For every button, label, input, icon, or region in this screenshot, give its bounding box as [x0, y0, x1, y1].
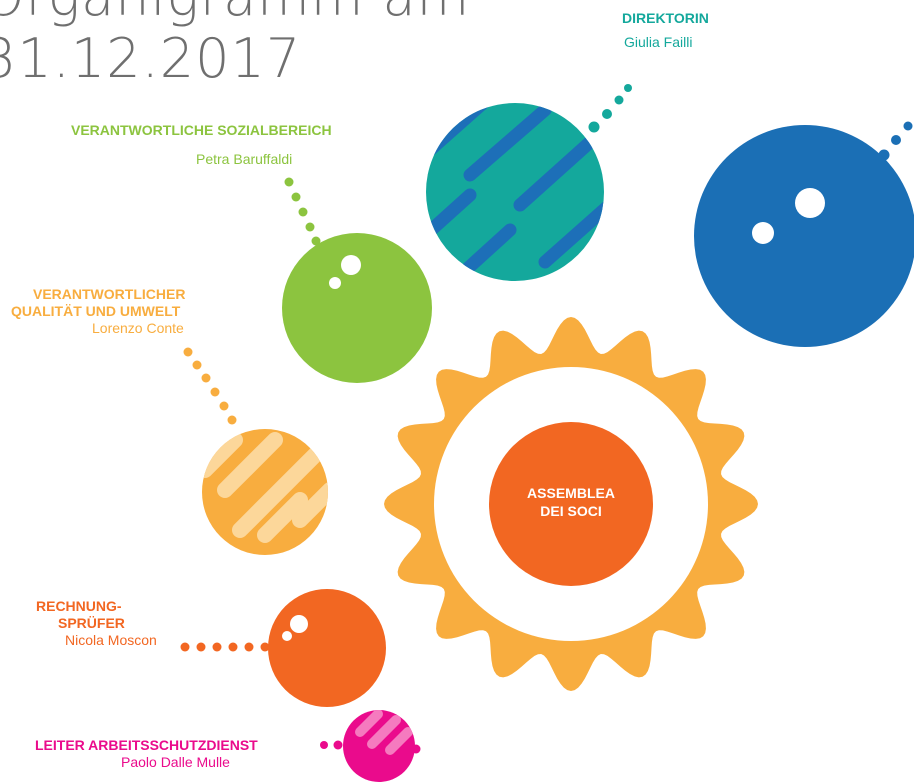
quality-role-line-1: VERANTWORTLICHER	[33, 286, 186, 302]
blue-planet	[694, 125, 914, 347]
quality-role-line-2: QUALITÄT UND UMWELT	[11, 303, 181, 319]
quality-name: Lorenzo Conte	[92, 320, 184, 336]
director-planet	[426, 103, 604, 281]
auditor-name: Nicola Moscon	[65, 632, 157, 648]
director-role: DIREKTORIN	[622, 10, 709, 26]
social-role: VERANTWORTLICHE SOZIALBEREICH	[71, 122, 332, 138]
director-name: Giulia Failli	[624, 34, 693, 50]
assembly-label-line-1: ASSEMBLEA	[527, 485, 615, 501]
page-title: Organigramm am 31.12.2017	[0, 0, 470, 90]
assembly-gear	[384, 317, 758, 691]
social-name: Petra Baruffaldi	[196, 151, 293, 167]
quality-planet	[202, 429, 328, 555]
connector-blue	[878, 121, 913, 161]
assembly-label: ASSEMBLEA DEI SOCI	[511, 484, 631, 520]
safety-planet	[343, 710, 415, 782]
connector-social	[284, 177, 321, 246]
connector-director	[588, 84, 632, 133]
connector-auditor	[180, 642, 270, 652]
auditor-planet	[268, 589, 386, 707]
title-line-2: 31.12.2017	[0, 27, 302, 90]
social-planet	[282, 233, 432, 383]
auditor-role-line-1: RECHNUNG-	[36, 598, 122, 614]
title-line-1: Organigramm am	[0, 0, 470, 28]
auditor-role-line-2: SPRÜFER	[58, 615, 125, 631]
assembly-label-line-2: DEI SOCI	[540, 503, 602, 519]
safety-name: Paolo Dalle Mulle	[121, 754, 230, 770]
connector-quality	[183, 347, 237, 425]
safety-role: LEITER ARBEITSSCHUTZDIENST	[35, 737, 258, 753]
